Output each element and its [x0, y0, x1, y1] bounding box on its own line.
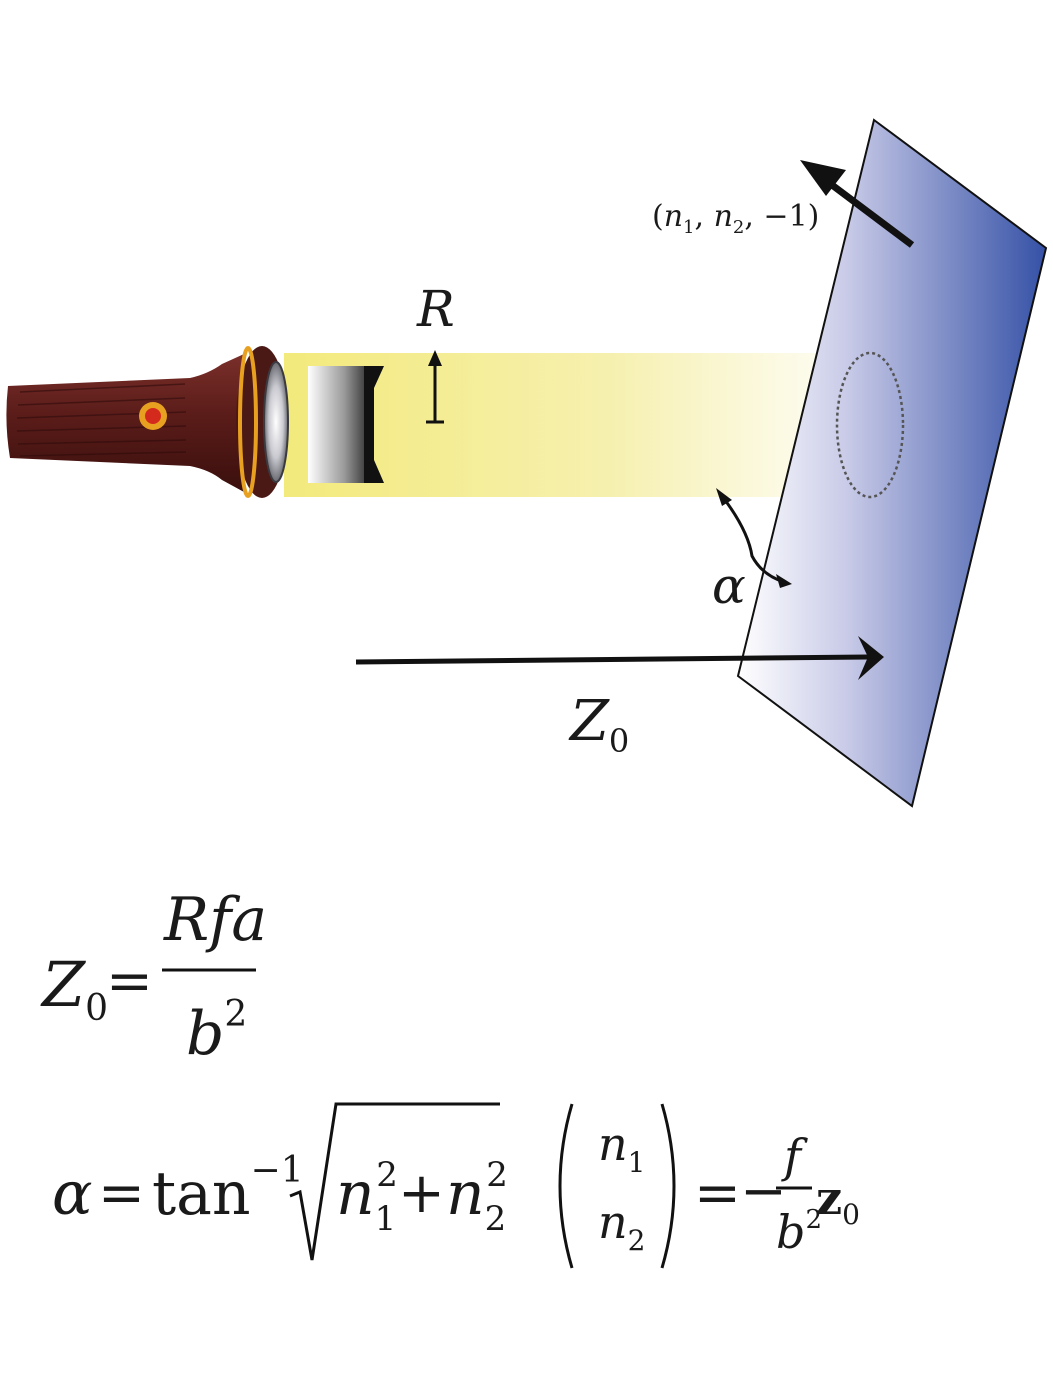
flashlight: [6, 346, 289, 498]
angle-arc-arrow: [720, 495, 785, 584]
lens-edge: [364, 366, 384, 483]
flashlight-grip-lines: [16, 383, 187, 457]
light-beam: [284, 353, 884, 497]
svg-text:Rfa: Rfa: [163, 885, 267, 955]
svg-text:α: α: [52, 1159, 93, 1229]
radius-arrow-head: [428, 350, 442, 366]
inclined-plane: [736, 118, 1048, 808]
svg-text:tan−1: tan−1: [152, 1150, 304, 1229]
svg-text:=: =: [106, 949, 153, 1014]
distance-arrow: [355, 654, 869, 665]
svg-text:z0: z0: [816, 1171, 860, 1231]
sqrt-sign: [289, 1102, 500, 1261]
equation-normal: n1 n2 = − f b2 z0: [558, 1103, 860, 1269]
distance-arrowhead: [858, 636, 884, 680]
svg-text:n1: n1: [598, 1117, 645, 1179]
lens-block: [308, 366, 374, 483]
label-distance: Z0: [568, 689, 629, 760]
label-angle: α: [712, 557, 746, 615]
right-paren: [660, 1103, 676, 1269]
svg-text:b2: b2: [776, 1205, 822, 1259]
flashlight-ring: [238, 346, 258, 498]
angle-arrowhead-top: [716, 488, 732, 506]
flashlight-reflector: [263, 361, 289, 483]
normal-vector-arrow: [829, 182, 915, 248]
svg-text:+: +: [398, 1161, 445, 1226]
svg-text:n22: n22: [446, 1155, 508, 1239]
label-normal-vector: (n1, n2, −1): [652, 199, 819, 238]
svg-text:b2: b2: [186, 994, 247, 1069]
svg-text:n12: n12: [336, 1155, 398, 1239]
equation-alpha: α = tan−1 n12 + n22: [52, 1102, 508, 1261]
svg-text:=: =: [694, 1161, 741, 1226]
svg-text:Z0: Z0: [40, 948, 108, 1029]
svg-text:−: −: [740, 1159, 787, 1224]
flashlight-handle: [6, 354, 245, 492]
angle-arrowhead-bottom: [776, 574, 792, 588]
power-button-center: [145, 408, 161, 424]
svg-text:n2: n2: [598, 1195, 645, 1257]
beam-spot-ellipse: [835, 351, 905, 499]
normal-vector-arrowhead: [800, 160, 846, 196]
svg-text:f: f: [781, 1129, 808, 1183]
left-paren: [558, 1103, 574, 1269]
label-radius: R: [416, 280, 455, 338]
svg-text:=: =: [98, 1161, 145, 1226]
equation-z0: Z0 = Rfa b2: [40, 885, 267, 1069]
